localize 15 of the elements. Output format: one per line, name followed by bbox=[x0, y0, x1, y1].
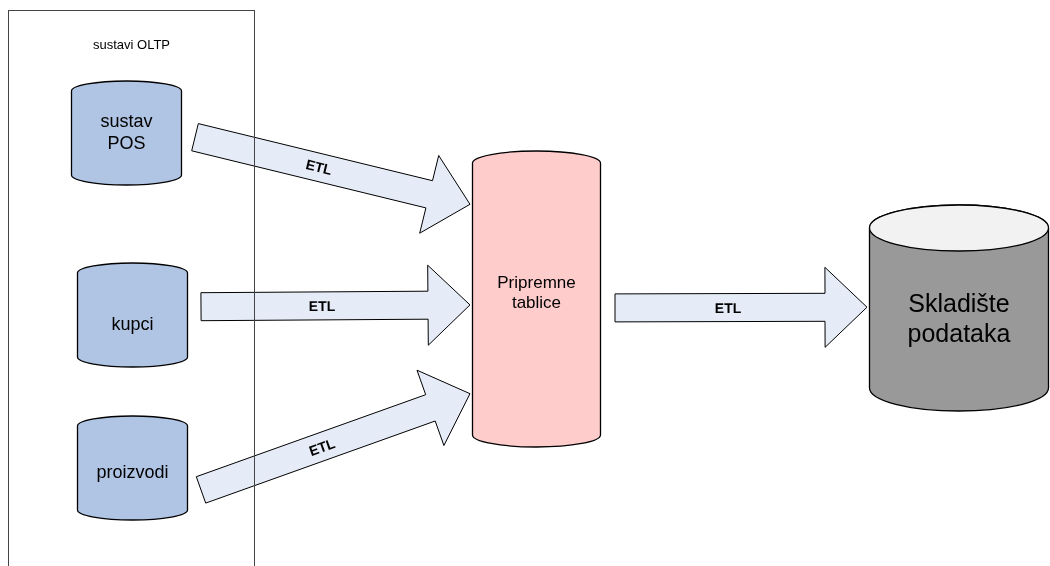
panel-heading: sustavi OLTP bbox=[91, 37, 172, 53]
node-label: proizvodi bbox=[95, 462, 170, 484]
block-arrow bbox=[200, 264, 471, 346]
node-label: Pripremne tablice bbox=[496, 272, 577, 314]
node-label: kupci bbox=[110, 314, 155, 337]
edge-label: ETL bbox=[306, 434, 338, 459]
node-label: sustav POS bbox=[99, 111, 154, 155]
system-panel bbox=[8, 10, 255, 566]
node-label: Skladište podataka bbox=[906, 288, 1012, 349]
edge-label: ETL bbox=[304, 156, 334, 179]
block-arrow bbox=[614, 266, 868, 348]
edge-label: ETL bbox=[308, 297, 336, 314]
block-arrow bbox=[191, 123, 471, 234]
edge-label: ETL bbox=[715, 299, 742, 316]
block-arrow bbox=[195, 369, 471, 504]
